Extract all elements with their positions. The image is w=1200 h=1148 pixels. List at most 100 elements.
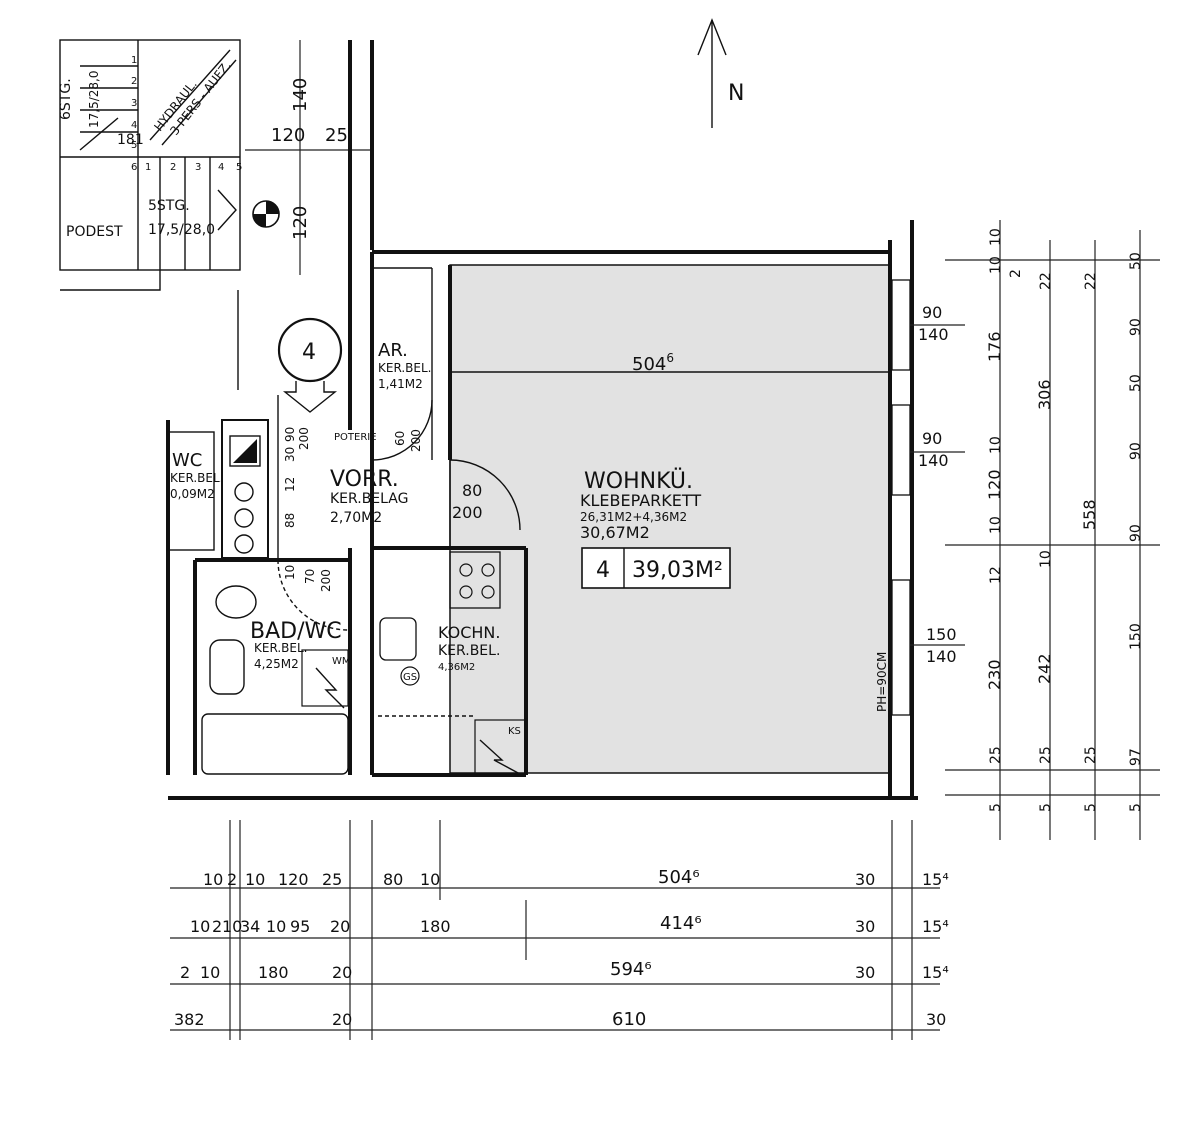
- parapet-height-label: PH=90CM: [875, 652, 889, 712]
- svg-text:180: 180: [420, 917, 451, 936]
- svg-text:12: 12: [988, 566, 1004, 584]
- svg-text:180: 180: [258, 963, 289, 982]
- svg-text:30: 30: [855, 917, 875, 936]
- svg-text:5: 5: [988, 803, 1004, 812]
- svg-text:50: 50: [1128, 252, 1144, 270]
- living-area: 30,67M2: [580, 523, 650, 542]
- svg-text:30: 30: [855, 963, 875, 982]
- bottom-row-2: 10 2 10 34 10 95 20 180 414⁶ 30 15⁴: [190, 913, 949, 936]
- top-dim-a: 120: [271, 125, 305, 146]
- svg-text:610: 610: [612, 1009, 646, 1030]
- entry-door: [277, 395, 349, 631]
- hall-name: VORR.: [330, 467, 399, 492]
- window-3-height: 140: [926, 647, 957, 666]
- hall-dim-a: 12: [283, 477, 297, 492]
- window-1-height: 140: [918, 325, 949, 344]
- north-arrow-icon: [697, 18, 727, 128]
- bath-wm-label: WM: [332, 656, 351, 667]
- storage-room: [372, 267, 433, 460]
- staircase: [59, 39, 241, 291]
- svg-text:2: 2: [1008, 269, 1024, 278]
- svg-text:10: 10: [988, 256, 1004, 274]
- living-door-width: 80: [462, 481, 482, 500]
- svg-text:15⁴: 15⁴: [922, 917, 949, 936]
- north-label: N: [728, 81, 744, 106]
- bathroom: [201, 585, 349, 775]
- svg-text:10: 10: [988, 228, 1004, 246]
- wc-name: WC: [172, 450, 202, 471]
- storage-area: 1,41M2: [378, 377, 423, 391]
- svg-text:20: 20: [330, 917, 350, 936]
- wc-room: [167, 431, 215, 551]
- svg-text:306: 306: [1035, 379, 1054, 410]
- right-dimension-chains: [945, 220, 1160, 840]
- svg-text:2: 2: [212, 917, 222, 936]
- svg-text:90: 90: [1128, 318, 1144, 336]
- top-dim-c: 140: [290, 78, 311, 112]
- svg-text:120: 120: [278, 870, 309, 889]
- window-dims: [910, 324, 965, 646]
- hall-area: 2,70M2: [330, 510, 382, 526]
- unit-marker-number: 4: [302, 340, 316, 365]
- svg-text:25: 25: [988, 746, 1004, 764]
- stairs-upper-label: 6STG.: [58, 78, 74, 120]
- top-dim-d: 120: [290, 206, 311, 240]
- living-room: [449, 264, 891, 774]
- svg-text:10: 10: [245, 870, 265, 889]
- stairs-lower-ratio: 17,5/28,0: [148, 222, 215, 238]
- bottom-dimension-chains: [170, 820, 940, 1040]
- bath-floor: KER.BEL.: [254, 641, 308, 655]
- svg-text:30: 30: [926, 1010, 946, 1029]
- stairs-upper-ratio: 17,5/28,0: [87, 71, 101, 128]
- svg-text:97: 97: [1128, 748, 1144, 766]
- svg-text:3: 3: [195, 162, 201, 173]
- hall-dim-c: 88: [283, 513, 297, 528]
- hall-dim-b: 30: [283, 447, 297, 462]
- svg-text:20: 20: [332, 1010, 352, 1029]
- window-3-width: 150: [926, 625, 957, 644]
- bottom-row-3: 2 10 180 20 594⁶ 30 15⁴: [180, 959, 949, 982]
- svg-text:10: 10: [190, 917, 210, 936]
- kitchen-floor: KER.BEL.: [438, 643, 500, 659]
- storage-name: AR.: [378, 340, 408, 361]
- unit-area-box: [581, 547, 731, 589]
- unit-box-number: 4: [596, 558, 610, 583]
- svg-text:34: 34: [240, 917, 260, 936]
- svg-text:414⁶: 414⁶: [660, 913, 702, 934]
- svg-text:120: 120: [985, 469, 1004, 500]
- svg-text:95: 95: [290, 917, 310, 936]
- window-1-width: 90: [922, 303, 942, 322]
- windows: [891, 279, 911, 716]
- svg-text:6: 6: [131, 162, 137, 173]
- svg-text:90: 90: [1128, 442, 1144, 460]
- hall-niche-label: POTERIE: [334, 432, 377, 443]
- hall: [371, 399, 521, 548]
- kitchen-name: KOCHN.: [438, 623, 500, 642]
- svg-text:1: 1: [131, 55, 137, 66]
- svg-text:10: 10: [200, 963, 220, 982]
- bath-area: 4,25M2: [254, 657, 299, 671]
- hall-floor: KER.BELAG: [330, 491, 408, 507]
- svg-text:25: 25: [1083, 746, 1099, 764]
- living-floor: KLEBEPARKETT: [580, 491, 701, 510]
- svg-text:504⁶: 504⁶: [658, 867, 700, 888]
- svg-text:5: 5: [236, 162, 242, 173]
- svg-text:22: 22: [1038, 272, 1054, 290]
- unit-marker: [277, 317, 343, 413]
- svg-text:25: 25: [1038, 746, 1054, 764]
- svg-text:176: 176: [985, 331, 1004, 362]
- shaft-walls: [237, 40, 374, 430]
- bath-door-height: 200: [319, 569, 333, 592]
- kitchen-area: 4,36M2: [438, 662, 475, 673]
- kitchen-gs-label: GS: [403, 672, 417, 683]
- svg-text:594⁶: 594⁶: [610, 959, 652, 980]
- kitchen: [378, 551, 526, 775]
- window-2-width: 90: [922, 429, 942, 448]
- svg-text:5: 5: [1083, 803, 1099, 812]
- survey-marker-icon: [252, 200, 280, 228]
- unit-box-area: 39,03M²: [632, 558, 723, 583]
- living-calc: 26,31M2+4,36M2: [580, 510, 687, 524]
- svg-text:5: 5: [1128, 803, 1144, 812]
- bath-name: BAD/WC: [250, 619, 342, 644]
